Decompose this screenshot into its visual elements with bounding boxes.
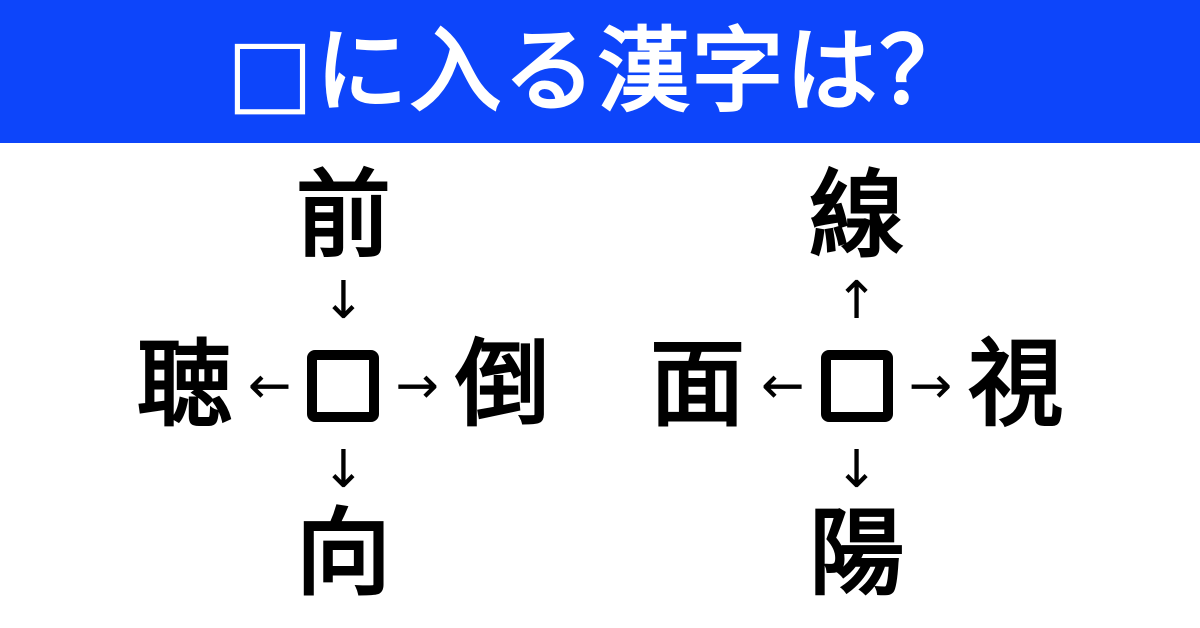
arrow-left-icon: ← [761, 355, 805, 416]
puzzle-left-left-kanji: 聴 [136, 330, 232, 440]
puzzle-left: 前 ↓ 聴 ← → 倒 ↓ 向 [137, 169, 550, 602]
puzzle-right-right-kanji: 視 [968, 330, 1064, 440]
puzzle-right: 線 ↑ 面 ← → 視 ↓ 陽 [650, 169, 1063, 602]
puzzle-right-middle-row: 面 ← → 視 [650, 338, 1063, 433]
blank-box [307, 349, 380, 422]
puzzle-right-top-kanji: 線 [809, 161, 905, 271]
page-title: □に入る漢字は？ [226, 17, 974, 125]
arrow-right-icon: → [395, 355, 439, 416]
title-banner: □に入る漢字は？ [0, 0, 1200, 143]
arrow-right-icon: → [908, 355, 953, 416]
puzzle-left-middle-row: 聴 ← → 倒 [137, 338, 550, 433]
puzzle-left-top-kanji: 前 [295, 161, 391, 271]
puzzle-left-right-kanji: 倒 [454, 330, 550, 440]
puzzle-left-bottom-kanji: 向 [295, 499, 391, 609]
puzzle-right-bottom-kanji: 陽 [809, 499, 905, 609]
puzzle-right-left-kanji: 面 [650, 330, 746, 440]
arrow-down-icon: ↓ [834, 440, 879, 500]
arrow-up-icon: ↑ [834, 271, 879, 331]
blank-box [820, 349, 893, 422]
puzzles-area: 前 ↓ 聴 ← → 倒 ↓ 向 線 ↑ 面 ← → 視 ↓ 陽 [0, 143, 1200, 628]
arrow-left-icon: ← [247, 355, 292, 416]
arrow-down-icon: ↓ [321, 440, 366, 500]
arrow-down-icon: ↓ [321, 271, 366, 331]
